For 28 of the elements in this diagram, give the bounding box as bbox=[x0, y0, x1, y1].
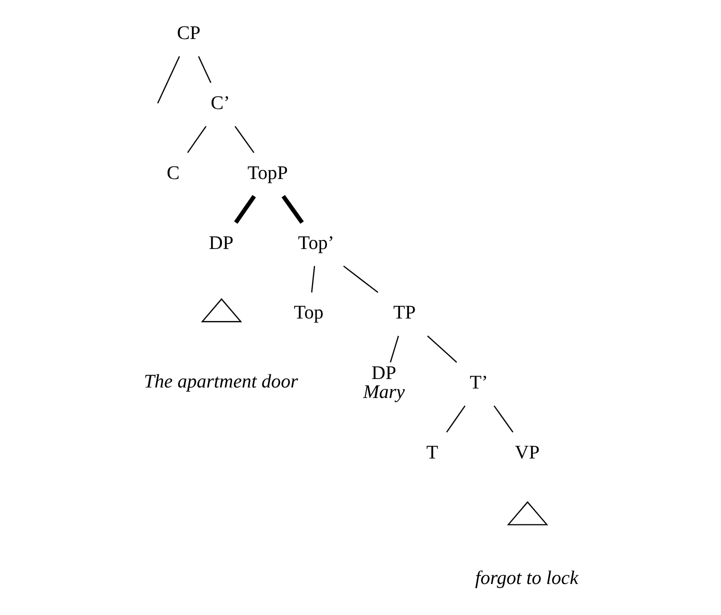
node-text: The apartment door bbox=[143, 371, 298, 392]
node-triangle bbox=[200, 298, 242, 322]
connector bbox=[493, 405, 513, 433]
node-text: TopP bbox=[246, 162, 288, 184]
node-text: forgot to lock bbox=[474, 568, 578, 589]
connector bbox=[186, 126, 206, 154]
connector bbox=[310, 266, 315, 292]
node-text: DP bbox=[208, 232, 234, 254]
connector bbox=[198, 56, 211, 84]
node-text: Top’ bbox=[298, 232, 334, 254]
connector bbox=[234, 126, 254, 154]
connector bbox=[234, 194, 256, 224]
node-text: T’ bbox=[469, 372, 488, 394]
node-text: Top bbox=[293, 302, 324, 324]
connector bbox=[446, 405, 466, 433]
node-text: CP bbox=[176, 23, 200, 44]
node-text: DP Mary bbox=[362, 362, 404, 404]
node-text: C bbox=[166, 162, 180, 184]
connector bbox=[342, 266, 378, 293]
connector bbox=[389, 336, 398, 362]
node-triangle bbox=[506, 501, 548, 526]
connector bbox=[281, 194, 304, 224]
node-text: C’ bbox=[210, 93, 230, 114]
connector bbox=[156, 56, 180, 104]
node-text: TP bbox=[392, 302, 416, 324]
connector bbox=[426, 336, 457, 363]
node-text: T bbox=[426, 442, 438, 464]
node-text: VP bbox=[514, 442, 540, 464]
